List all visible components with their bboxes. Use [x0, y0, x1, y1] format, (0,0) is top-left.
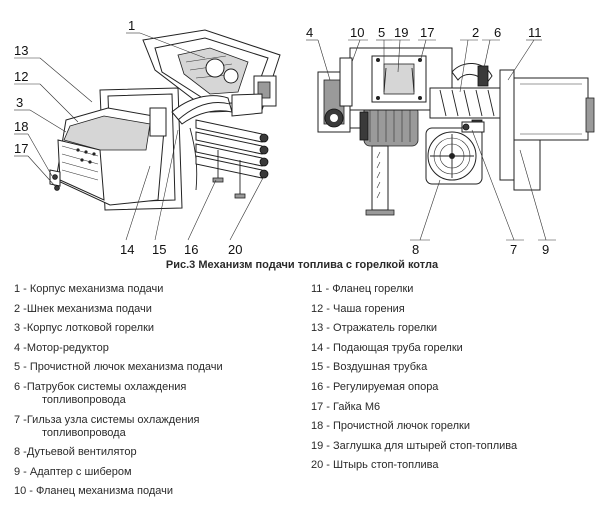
callout-7: 7: [510, 242, 517, 255]
left-isometric-view: [14, 29, 281, 241]
legend-item-13: 13 - Отражатель горелки: [311, 322, 438, 335]
callout-10: 10: [350, 25, 364, 40]
callout-17: 17: [14, 141, 28, 156]
stop-fuel-rods: [195, 119, 269, 179]
legend-left-column: 1 - Корпус механизма подачи 2 -Шнек меха…: [14, 283, 223, 505]
callout-17-right: 17: [420, 25, 434, 40]
callout-13: 13: [14, 43, 28, 58]
burner-cleaning-hatch: [49, 169, 61, 191]
legend-item-10: 10 - Фланец механизма подачи: [14, 485, 174, 498]
legend-item-16: 16 - Регулируемая опора: [311, 380, 439, 393]
callout-11: 11: [528, 25, 542, 40]
tray-burner-body: [55, 107, 167, 206]
callout-19: 19: [394, 25, 408, 40]
motor-reducer: [317, 71, 419, 147]
callout-20: 20: [228, 242, 242, 255]
right-view-leader-lines: [306, 39, 556, 241]
callout-8: 8: [412, 242, 419, 255]
legend-item-3: 3 -Корпус лотковой горелки: [14, 322, 155, 335]
legend-item-1: 1 - Корпус механизма подачи: [14, 283, 164, 295]
callout-1: 1: [128, 18, 135, 33]
burner-flange-and-adapter: [499, 69, 595, 191]
adjustable-feet: [212, 150, 246, 199]
left-view-callouts: 1 13 12 3 18 17 14 15 16 20: [14, 18, 242, 255]
figure-caption: Рис.3 Механизм подачи топлива с горелкой…: [165, 259, 439, 271]
callout-12: 12: [14, 69, 28, 84]
legend-item-8: 8 -Дутьевой вентилятор: [14, 446, 137, 459]
callout-6: 6: [494, 25, 501, 40]
legend-item-15: 15 - Воздушная трубка: [311, 361, 428, 374]
legend-item-18: 18 - Прочистной лючок горелки: [311, 420, 470, 433]
legend-item-14: 14 - Подающая труба горелки: [311, 341, 463, 354]
legend-item-12: 12 - Чаша горения: [311, 302, 405, 315]
callout-3: 3: [16, 95, 23, 110]
fuel-feed-mechanism-drawing: 1 13 12 3 18 17 14 15 16 20 4 10 5 19 17…: [14, 18, 595, 255]
blower-fan: [425, 127, 483, 185]
legend-right-column: 11 - Фланец горелки 12 - Чаша горения 13…: [311, 283, 517, 479]
left-view-leader-lines: [14, 32, 265, 241]
callout-16: 16: [184, 242, 198, 255]
legend-item-9: 9 - Адаптер с шибером: [14, 465, 132, 478]
cooling-sleeve: [461, 121, 485, 133]
legend-item-20: 20 - Штырь стоп-топлива: [311, 459, 439, 472]
callout-18: 18: [14, 119, 28, 134]
legend-item-19: 19 - Заглушка для штырей стоп-топлива: [311, 439, 518, 452]
callout-5: 5: [378, 25, 385, 40]
callout-9: 9: [542, 242, 549, 255]
legend-item-5: 5 - Прочистной лючок механизма подачи: [14, 361, 223, 374]
legend-item-17: 17 - Гайка М6: [311, 400, 381, 413]
callout-4: 4: [306, 25, 313, 40]
right-side-view: [306, 39, 595, 241]
callout-14: 14: [120, 242, 134, 255]
right-view-callouts: 4 10 5 19 17 2 6 11 8 7 9: [306, 25, 549, 255]
legend-item-11: 11 - Фланец горелки: [311, 283, 414, 295]
callout-2: 2: [472, 25, 479, 40]
legend-item-2: 2 -Шнек механизма подачи: [14, 302, 152, 315]
support-leg: [365, 145, 395, 216]
legend-item-4: 4 -Мотор-редуктор: [14, 341, 109, 354]
callout-15: 15: [152, 242, 166, 255]
feed-housing-hopper: [142, 29, 281, 117]
